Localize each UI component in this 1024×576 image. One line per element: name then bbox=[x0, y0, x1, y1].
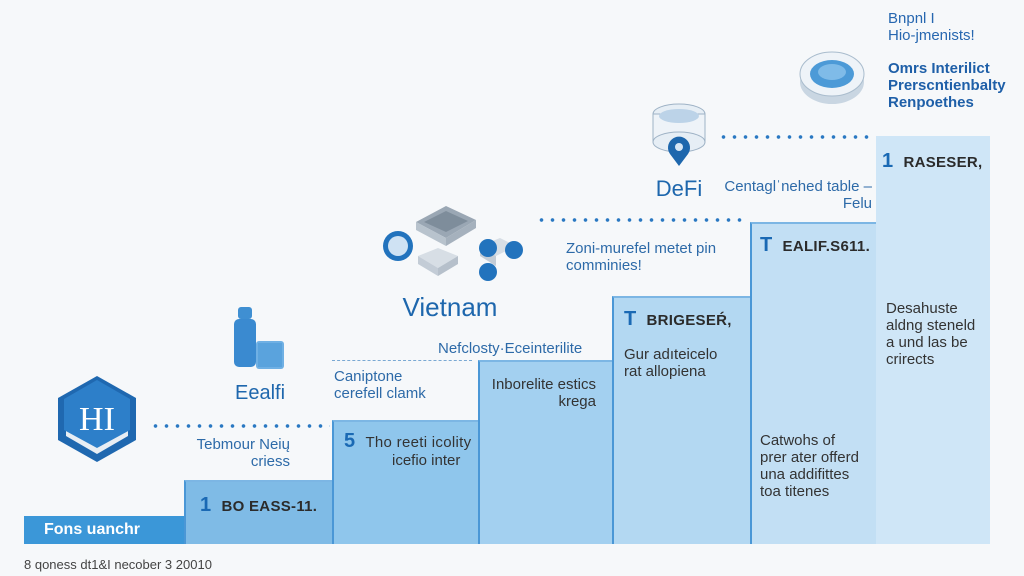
hexagon-logo-icon: HI bbox=[52, 372, 142, 464]
step-6-number: 1 bbox=[882, 150, 894, 172]
location-pin-cylinder-icon bbox=[648, 100, 710, 170]
step-1-title: BO EASS-11. bbox=[221, 498, 318, 515]
caption-step-5: Centaglˈnehed table – Felu bbox=[724, 178, 872, 212]
caption-top-2: Omrs Interilict Prerscntienbalty Renpoet… bbox=[888, 60, 1006, 111]
step-2-title: Tho reeti icolity bbox=[365, 434, 472, 451]
step-5-title: EALIF.S611. bbox=[782, 238, 871, 255]
caption-top-1: Bnpnl I Hio-jmenists! bbox=[888, 10, 975, 44]
base-bar-label: Fons uanchr bbox=[44, 521, 141, 538]
base-bar: Fons uanchr bbox=[24, 516, 186, 544]
step-2-number: 5 bbox=[344, 430, 356, 452]
step-2: 5 Tho reeti icolity icefio inter bbox=[332, 420, 480, 544]
connector-dashes-2 bbox=[332, 360, 472, 362]
defi-label: DeFi bbox=[655, 176, 703, 201]
step-3-body: Inborelite estics krega bbox=[491, 376, 596, 410]
step-5-number: T bbox=[760, 234, 773, 256]
step-4: T BRIGESEŔ, Gur adıteicelo rat allopiena bbox=[612, 296, 752, 544]
step-5: T EALIF.S611. Catwohs of prer ater offerd… bbox=[750, 222, 878, 544]
connector-dots-1 bbox=[150, 424, 330, 428]
hexagon-logo-text: HI bbox=[79, 401, 115, 438]
caption-step-2: Caniptone cerefell clamk bbox=[334, 368, 426, 402]
step-6: 1 RASESER, Desahuste aldng steneld a und … bbox=[876, 136, 990, 544]
bottle-label: Eealfi bbox=[234, 382, 286, 404]
connector-dots-3 bbox=[536, 218, 746, 222]
caption-step-4: Zoni-murefel metet pin comminies! bbox=[566, 240, 717, 274]
caption-step-3: Nefclosty·Eceinterilite bbox=[438, 340, 583, 357]
step-2-body: icefio inter bbox=[392, 452, 461, 469]
step-4-number: T bbox=[624, 308, 637, 330]
step-1: 1 BO EASS-11. bbox=[184, 480, 334, 544]
step-6-body: Desahuste aldng steneld a und las be cri… bbox=[886, 300, 976, 368]
isometric-network-icon bbox=[376, 196, 526, 286]
coin-disc-icon bbox=[798, 46, 866, 108]
step-6-title: RASESER, bbox=[903, 154, 983, 171]
step-4-body: Gur adıteicelo rat allopiena bbox=[624, 346, 718, 380]
bottle-jar-icon bbox=[232, 305, 288, 369]
vietnam-label: Vietnam bbox=[402, 292, 498, 322]
step-1-number: 1 bbox=[200, 494, 212, 516]
step-4-title: BRIGESEŔ, bbox=[646, 312, 732, 329]
connector-dots-4 bbox=[718, 135, 874, 139]
step-5-body: Catwohs of prer ater offerd una addifitt… bbox=[760, 432, 859, 500]
caption-step-1: Tebmour Neių criess bbox=[196, 436, 290, 470]
step-3: Inborelite estics krega bbox=[478, 360, 614, 544]
footer-text: 8 qoness dt1&I necober 3 20010 bbox=[24, 557, 212, 572]
